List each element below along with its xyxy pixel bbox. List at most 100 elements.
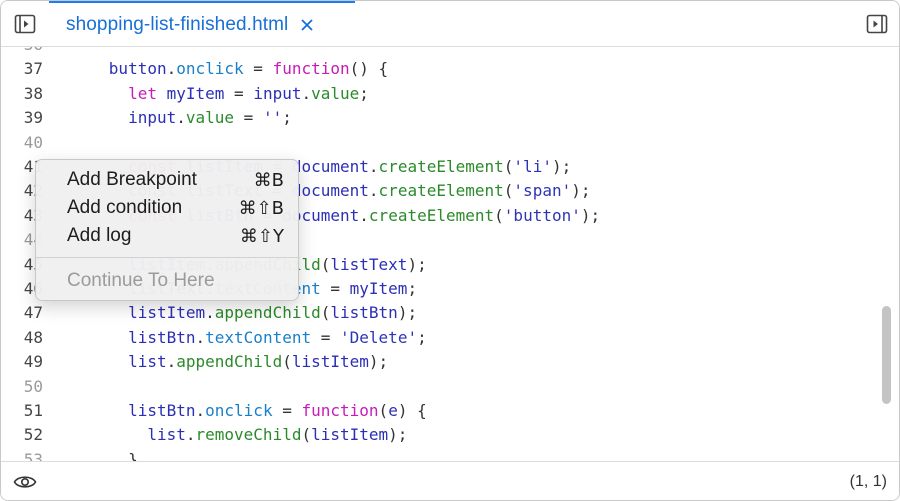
code-token: listBtn xyxy=(128,327,196,347)
code-token: removeChild xyxy=(195,425,302,445)
line-number[interactable]: 37 xyxy=(23,59,43,79)
code-line[interactable]: input.value = ''; xyxy=(51,106,292,130)
code-token: createElement xyxy=(368,205,495,225)
tab-bar: shopping-list-finished.html xyxy=(1,1,899,47)
code-token: ); xyxy=(388,425,408,445)
code-token xyxy=(51,108,128,127)
code-line[interactable]: } xyxy=(51,448,138,461)
line-number[interactable]: 39 xyxy=(23,108,43,128)
toggle-left-sidebar-button[interactable] xyxy=(14,14,36,34)
code-token: document xyxy=(282,205,360,225)
menu-item-label: Continue To Here xyxy=(67,270,215,291)
code-token: input xyxy=(253,83,302,103)
code-token: 'li' xyxy=(513,157,552,176)
code-token: ( xyxy=(320,254,331,274)
line-number[interactable]: 51 xyxy=(23,401,43,420)
toggle-right-sidebar-button[interactable] xyxy=(866,14,888,34)
code-token xyxy=(51,425,147,444)
code-token: function xyxy=(301,401,379,420)
code-token: ); xyxy=(397,303,418,323)
code-token xyxy=(51,303,128,322)
line-number[interactable]: 38 xyxy=(23,83,43,103)
menu-item-label: Add condition xyxy=(67,197,183,218)
code-token: . xyxy=(195,327,206,347)
code-token: onclick xyxy=(205,401,273,420)
code-line[interactable]: listBtn.onclick = function(e) { xyxy=(51,399,427,423)
code-token: ( xyxy=(503,181,514,201)
sidebar-toggle-icon xyxy=(14,14,36,34)
code-token: listItem xyxy=(311,425,389,445)
tab-close-button[interactable] xyxy=(300,18,314,32)
tab-shopping-list[interactable]: shopping-list-finished.html xyxy=(49,1,355,47)
code-token: createElement xyxy=(378,181,504,201)
menu-item-add-condition[interactable]: Add condition ⌘⇧B xyxy=(36,194,300,222)
code-token: document xyxy=(291,157,369,176)
code-token: . xyxy=(166,59,177,79)
menu-item-continue-to-here: Continue To Here xyxy=(36,267,300,295)
code-token xyxy=(51,59,109,78)
menu-item-shortcut: ⌘⇧B xyxy=(238,197,284,219)
eye-icon xyxy=(13,476,37,488)
code-line[interactable]: listBtn.textContent = 'Delete'; xyxy=(51,326,427,350)
code-token: 'button' xyxy=(503,205,581,225)
menu-separator xyxy=(36,257,300,258)
code-token: createElement xyxy=(378,157,504,176)
line-number[interactable]: 36 xyxy=(1,47,43,57)
code-line[interactable]: listItem.appendChild(listBtn); xyxy=(51,301,417,325)
code-token: () { xyxy=(349,59,389,79)
menu-item-add-breakpoint[interactable]: Add Breakpoint ⌘B xyxy=(36,166,300,194)
line-number[interactable]: 48 xyxy=(23,327,43,347)
code-token: ( xyxy=(378,401,389,420)
code-token: listItem xyxy=(128,303,206,323)
code-token: . xyxy=(195,401,206,420)
code-token: e xyxy=(388,401,398,420)
toggle-visibility-button[interactable] xyxy=(13,472,37,492)
code-token: = xyxy=(311,327,341,347)
line-number[interactable]: 50 xyxy=(23,376,43,396)
code-token: ( xyxy=(320,303,331,323)
code-token: . xyxy=(205,303,215,323)
code-line[interactable]: let myItem = input.value; xyxy=(51,82,369,106)
vertical-scrollbar[interactable] xyxy=(882,306,891,404)
line-number[interactable]: 52 xyxy=(23,425,43,445)
code-token: . xyxy=(176,108,186,128)
code-token xyxy=(51,84,128,103)
code-token: = xyxy=(234,108,263,128)
code-token: ); xyxy=(551,157,572,176)
code-token: = xyxy=(320,279,350,298)
code-token: ( xyxy=(494,205,504,225)
code-token: listBtn xyxy=(128,401,196,420)
code-token: = xyxy=(224,83,254,103)
code-token: . xyxy=(301,83,312,103)
line-number[interactable]: 40 xyxy=(23,132,43,152)
code-token: } xyxy=(51,449,138,461)
code-token: appendChild xyxy=(176,352,283,372)
code-token xyxy=(157,84,167,103)
code-token: appendChild xyxy=(214,303,321,323)
line-number[interactable]: 47 xyxy=(23,303,43,323)
code-token: ; xyxy=(282,108,292,128)
code-token: onclick xyxy=(176,59,244,79)
close-icon xyxy=(301,19,314,31)
code-token: 'Delete' xyxy=(340,327,418,347)
code-token: function xyxy=(272,59,350,79)
code-token: 'span' xyxy=(513,181,572,201)
menu-item-add-log[interactable]: Add log ⌘⇧Y xyxy=(36,222,300,250)
code-token xyxy=(51,352,128,371)
code-token: ( xyxy=(301,425,312,445)
code-line[interactable]: list.appendChild(listItem); xyxy=(51,350,388,374)
code-token: ( xyxy=(503,157,514,176)
code-token: ); xyxy=(580,205,601,225)
context-menu: Add Breakpoint ⌘B Add condition ⌘⇧B Add … xyxy=(35,159,300,301)
code-token: listText xyxy=(330,254,408,274)
code-line[interactable]: list.removeChild(listItem); xyxy=(51,423,407,447)
line-number[interactable]: 53 xyxy=(23,449,43,461)
code-token: ; xyxy=(359,83,369,103)
cursor-position: (1, 1) xyxy=(849,473,887,490)
code-token: let xyxy=(128,83,157,103)
sidebar-toggle-icon xyxy=(866,14,888,34)
line-number[interactable]: 49 xyxy=(23,352,43,372)
code-token: ) { xyxy=(397,401,427,420)
code-line[interactable]: button.onclick = function() { xyxy=(51,57,388,81)
